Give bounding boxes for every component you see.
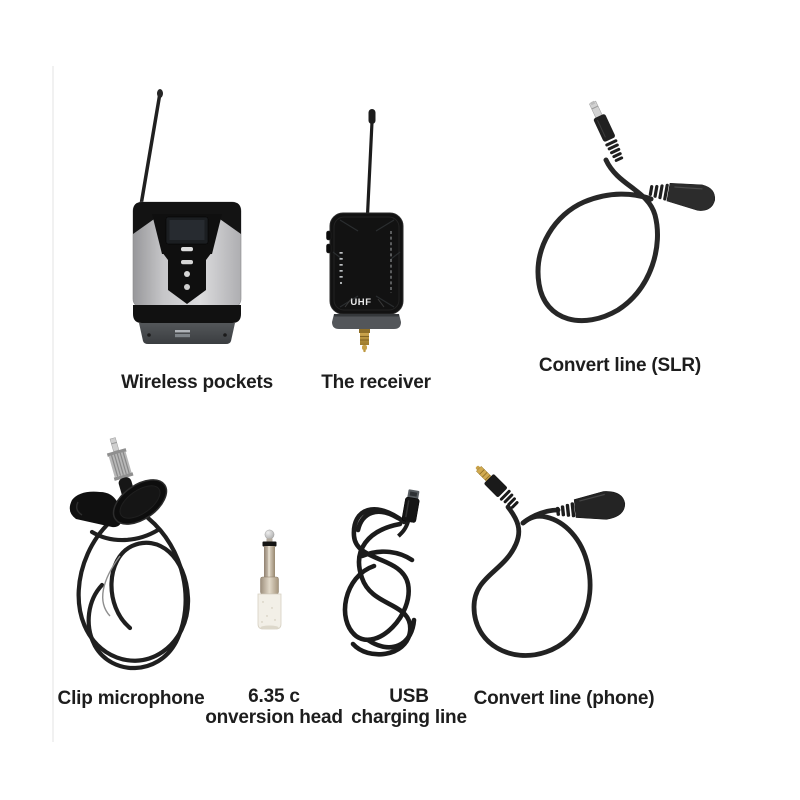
phone-connector <box>555 491 626 520</box>
uhf-badge: UHF <box>350 297 371 308</box>
clip-microphone-label: Clip microphone <box>57 688 205 709</box>
figure-convert-line-phone <box>452 448 727 673</box>
receiver-label: The receiver <box>321 372 431 393</box>
mic-clip <box>69 491 122 528</box>
phone-35mm-plug <box>475 465 519 509</box>
figure-conversion-head <box>246 526 294 634</box>
wireless-transmitter-illustration <box>132 89 242 344</box>
figure-clip-microphone <box>55 428 245 680</box>
conversion-head-label: 6.35 c onversion head <box>205 686 343 728</box>
conversion-head-illustration <box>257 529 282 630</box>
slr-35mm-plug <box>589 100 624 162</box>
receiver-indicator-marks <box>339 252 343 285</box>
receiver-antenna <box>365 109 376 217</box>
usb-label-line1: USB <box>389 686 429 707</box>
slr-cable <box>535 157 660 324</box>
convert-line-phone-label: Convert line (phone) <box>473 688 655 709</box>
figure-wireless-pockets <box>95 80 305 370</box>
transmitter-button-panel <box>162 252 212 304</box>
adapter-ring <box>262 541 277 547</box>
adapter-tip <box>264 529 275 540</box>
usb-connector <box>397 489 420 538</box>
slr-cable-illustration <box>535 100 716 324</box>
figure-receiver: UHF <box>305 100 440 360</box>
receiver-base <box>332 314 401 329</box>
transmitter-antenna <box>139 89 163 207</box>
mic-cable-coil <box>76 515 191 671</box>
wireless-pockets-label: Wireless pockets <box>121 372 273 393</box>
photo-edge-artifact <box>52 66 54 742</box>
phone-cable-illustration <box>471 465 626 658</box>
phone-cable <box>471 504 593 658</box>
mic-capsule <box>112 479 168 525</box>
mic-cable-strand <box>102 555 121 617</box>
adapter-collar <box>260 576 279 595</box>
usb-label-line2: charging line <box>351 707 467 728</box>
usb-charging-line-label: USB charging line <box>351 686 467 728</box>
figure-usb-charging-line <box>336 468 472 668</box>
transmitter-base <box>139 323 235 344</box>
receiver-illustration: UHF <box>326 109 404 353</box>
convert-line-slr-label: Convert line (SLR) <box>538 355 702 376</box>
receiver-side-button <box>326 230 332 241</box>
figure-convert-line-slr <box>515 85 740 350</box>
conversion-head-label-line1: 6.35 c <box>248 686 300 707</box>
adapter-body <box>257 593 282 630</box>
usb-cable-illustration <box>342 489 420 657</box>
usb-cable-coil <box>342 507 417 657</box>
receiver-output-plug <box>359 329 370 353</box>
slr-connector <box>648 182 716 211</box>
receiver-side-button <box>326 243 332 254</box>
clip-microphone-illustration <box>69 437 191 671</box>
conversion-head-label-line2: onversion head <box>205 707 343 728</box>
